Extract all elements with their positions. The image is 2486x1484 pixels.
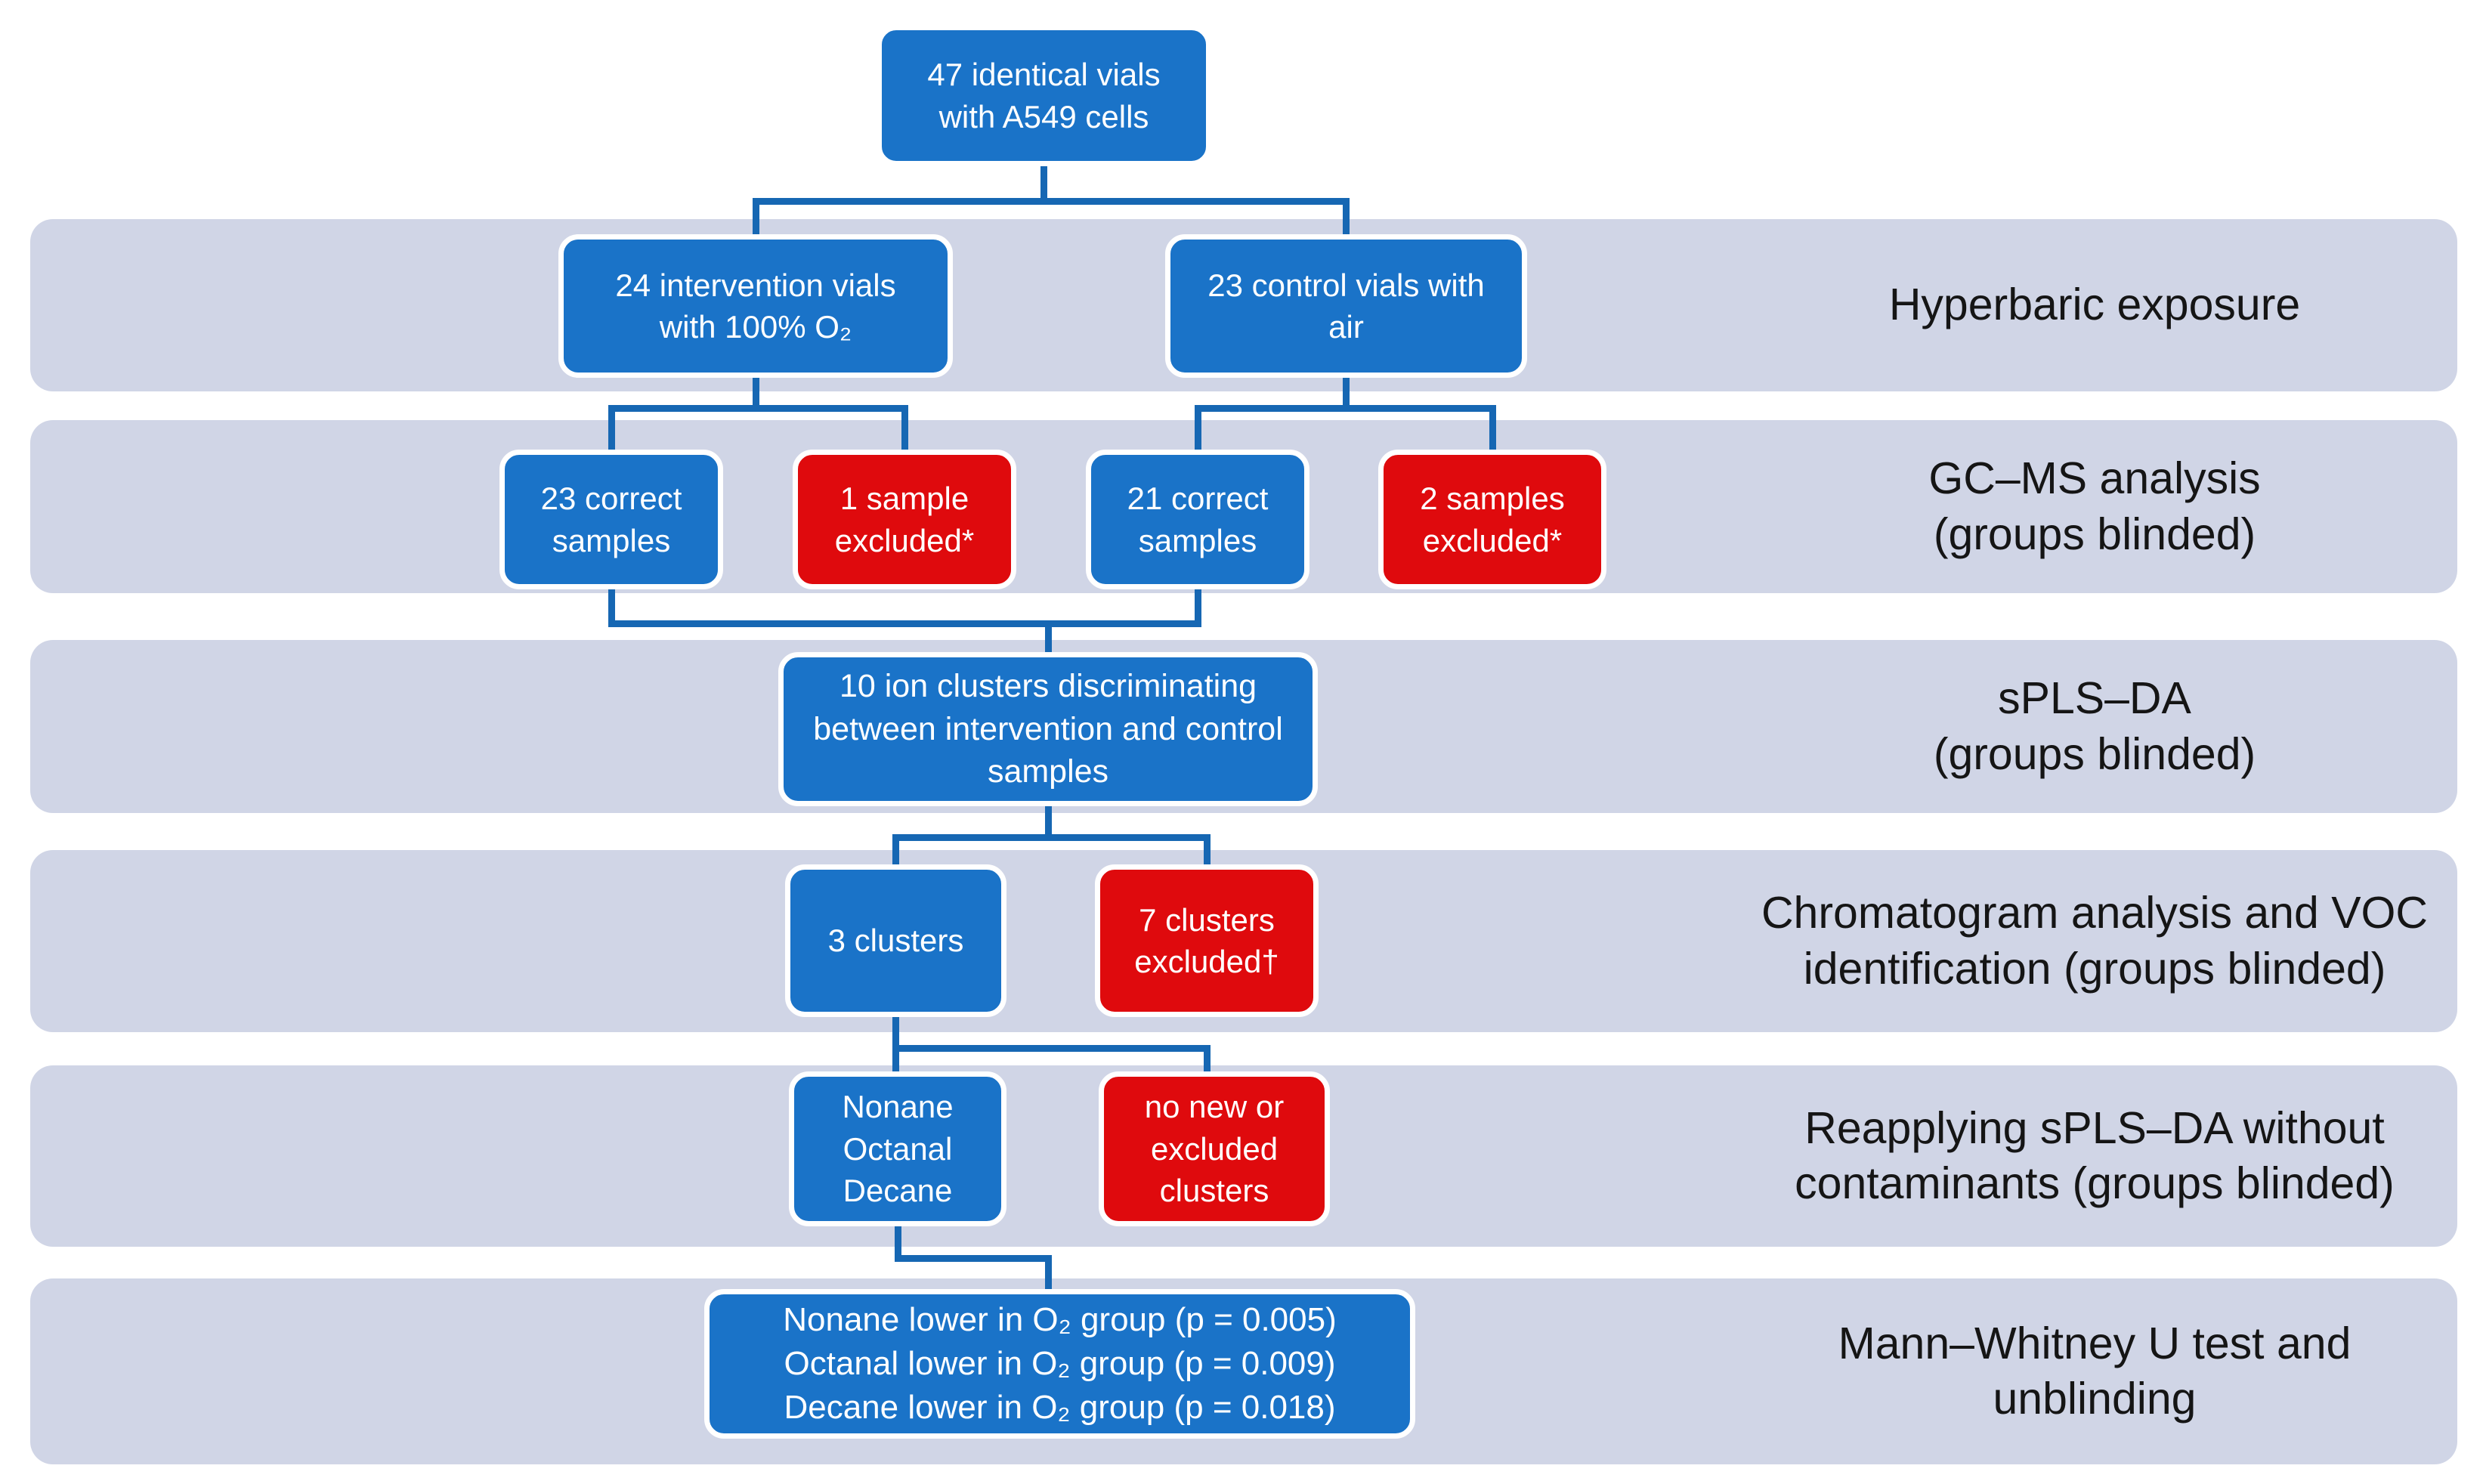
stage-label-line: unblinding — [1993, 1374, 2197, 1424]
box-intervention-correct-line: samples — [552, 522, 671, 558]
box-results-line: Octanal lower in O₂ group (p = 0.009) — [784, 1344, 1336, 1382]
box-vocs-line: Decane — [843, 1173, 953, 1209]
connector-merge-left — [608, 588, 615, 627]
box-no-new-clusters-line: clusters — [1159, 1173, 1269, 1209]
stage-label-chromatogram: Chromatogram analysis and VOC identifica… — [1717, 850, 2472, 1032]
box-control-line: air — [1328, 309, 1364, 345]
box-ion-clusters-line: between intervention and control — [813, 710, 1283, 747]
stage-label-line: Mann–Whitney U test and — [1838, 1318, 2351, 1368]
box-vocs-line: Nonane — [842, 1089, 954, 1125]
box-ion-clusters: 10 ion clusters discriminating between i… — [778, 652, 1318, 806]
stage-label-line: Chromatogram analysis and VOC — [1761, 888, 2429, 938]
box-control-excluded-line: excluded* — [1422, 522, 1563, 558]
stage-label-reapply: Reapplying sPLS–DA without contaminants … — [1717, 1065, 2472, 1247]
box-control-excluded: 2 samples excluded* — [1378, 450, 1606, 589]
connector-splsda-left-drop — [892, 834, 899, 867]
stage-label-line: Hyperbaric exposure — [1888, 280, 2301, 330]
connector-control-split — [1195, 405, 1496, 412]
box-start: 47 identical vials with A549 cells — [877, 25, 1211, 166]
stage-label-gcms: GC–MS analysis (groups blinded) — [1717, 420, 2472, 593]
box-intervention-correct-line: 23 correct — [540, 481, 682, 517]
connector-chromatogram-right-drop — [1204, 1045, 1211, 1074]
connector-merge-stem — [1045, 620, 1052, 657]
box-no-new-clusters-line: no new or — [1144, 1089, 1285, 1125]
box-control-correct: 21 correct samples — [1086, 450, 1309, 589]
box-intervention-excluded: 1 sample excluded* — [793, 450, 1016, 589]
box-ion-clusters-line: 10 ion clusters discriminating — [839, 667, 1257, 704]
box-vocs-line: Octanal — [843, 1130, 953, 1167]
connector-intervention-left-drop — [608, 405, 615, 453]
connector-intervention-split — [608, 405, 908, 412]
connector-start-stem — [1040, 166, 1047, 201]
box-results-line: Nonane lower in O₂ group (p = 0.005) — [783, 1300, 1337, 1338]
connector-voc-drop — [1045, 1255, 1052, 1292]
connector-merge-right — [1195, 588, 1201, 627]
box-intervention-correct: 23 correct samples — [499, 450, 723, 589]
box-ion-clusters-line: samples — [987, 753, 1109, 790]
box-control: 23 control vials with air — [1165, 234, 1527, 378]
box-clusters-kept: 3 clusters — [785, 864, 1006, 1017]
connector-voc-horizontal — [895, 1255, 1052, 1262]
stage-label-line: identification (groups blinded) — [1803, 943, 2386, 994]
stage-label-splsda: sPLS–DA (groups blinded) — [1717, 640, 2472, 813]
connector-merge-horizontal — [608, 620, 1201, 627]
box-intervention-excluded-line: excluded* — [834, 522, 975, 558]
box-start-line: 47 identical vials — [927, 57, 1161, 93]
stage-label-line: (groups blinded) — [1933, 509, 2256, 559]
connector-control-stem — [1343, 376, 1350, 411]
box-vocs: Nonane Octanal Decane — [789, 1071, 1006, 1226]
connector-start-left-drop — [753, 198, 759, 237]
connector-control-left-drop — [1195, 405, 1201, 453]
connector-splsda-right-drop — [1204, 834, 1211, 867]
box-intervention-line: with 100% O₂ — [659, 309, 852, 345]
box-start-line: with A549 cells — [938, 98, 1149, 134]
box-clusters-kept-line: 3 clusters — [827, 923, 964, 959]
box-control-correct-line: 21 correct — [1127, 481, 1269, 517]
box-intervention-line: 24 intervention vials — [615, 267, 896, 303]
box-clusters-excluded-line: 7 clusters — [1139, 901, 1275, 938]
connector-intervention-right-drop — [901, 405, 908, 453]
stage-label-mannwhitney: Mann–Whitney U test and unblinding — [1717, 1278, 2472, 1464]
box-no-new-clusters: no new or excluded clusters — [1099, 1071, 1330, 1226]
box-intervention: 24 intervention vials with 100% O₂ — [558, 234, 953, 378]
connector-control-right-drop — [1489, 405, 1496, 453]
connector-splsda-split — [892, 834, 1211, 841]
connector-start-split — [753, 198, 1350, 205]
connector-start-right-drop — [1343, 198, 1350, 237]
stage-label-line: contaminants (groups blinded) — [1795, 1158, 2395, 1208]
box-results: Nonane lower in O₂ group (p = 0.005) Oct… — [704, 1289, 1415, 1439]
stage-label-hyperbaric: Hyperbaric exposure — [1717, 219, 2472, 391]
box-control-excluded-line: 2 samples — [1420, 481, 1565, 517]
stage-label-line: Reapplying sPLS–DA without — [1804, 1102, 2385, 1153]
connector-chromatogram-split — [892, 1045, 1211, 1052]
box-intervention-excluded-line: 1 sample — [839, 481, 969, 517]
stage-label-line: sPLS–DA — [1998, 673, 2191, 724]
connector-splsda-stem — [1045, 805, 1052, 841]
box-control-line: 23 control vials with — [1207, 267, 1485, 303]
box-clusters-excluded: 7 clusters excluded† — [1095, 864, 1319, 1017]
box-results-line: Decane lower in O₂ group (p = 0.018) — [784, 1389, 1336, 1427]
box-clusters-excluded-line: excluded† — [1134, 944, 1279, 979]
box-no-new-clusters-line: excluded — [1150, 1130, 1279, 1167]
connector-voc-stem — [895, 1225, 901, 1262]
stage-label-line: (groups blinded) — [1933, 728, 2256, 779]
stage-label-line: GC–MS analysis — [1928, 453, 2261, 504]
box-control-correct-line: samples — [1138, 522, 1257, 558]
connector-intervention-stem — [753, 376, 759, 411]
